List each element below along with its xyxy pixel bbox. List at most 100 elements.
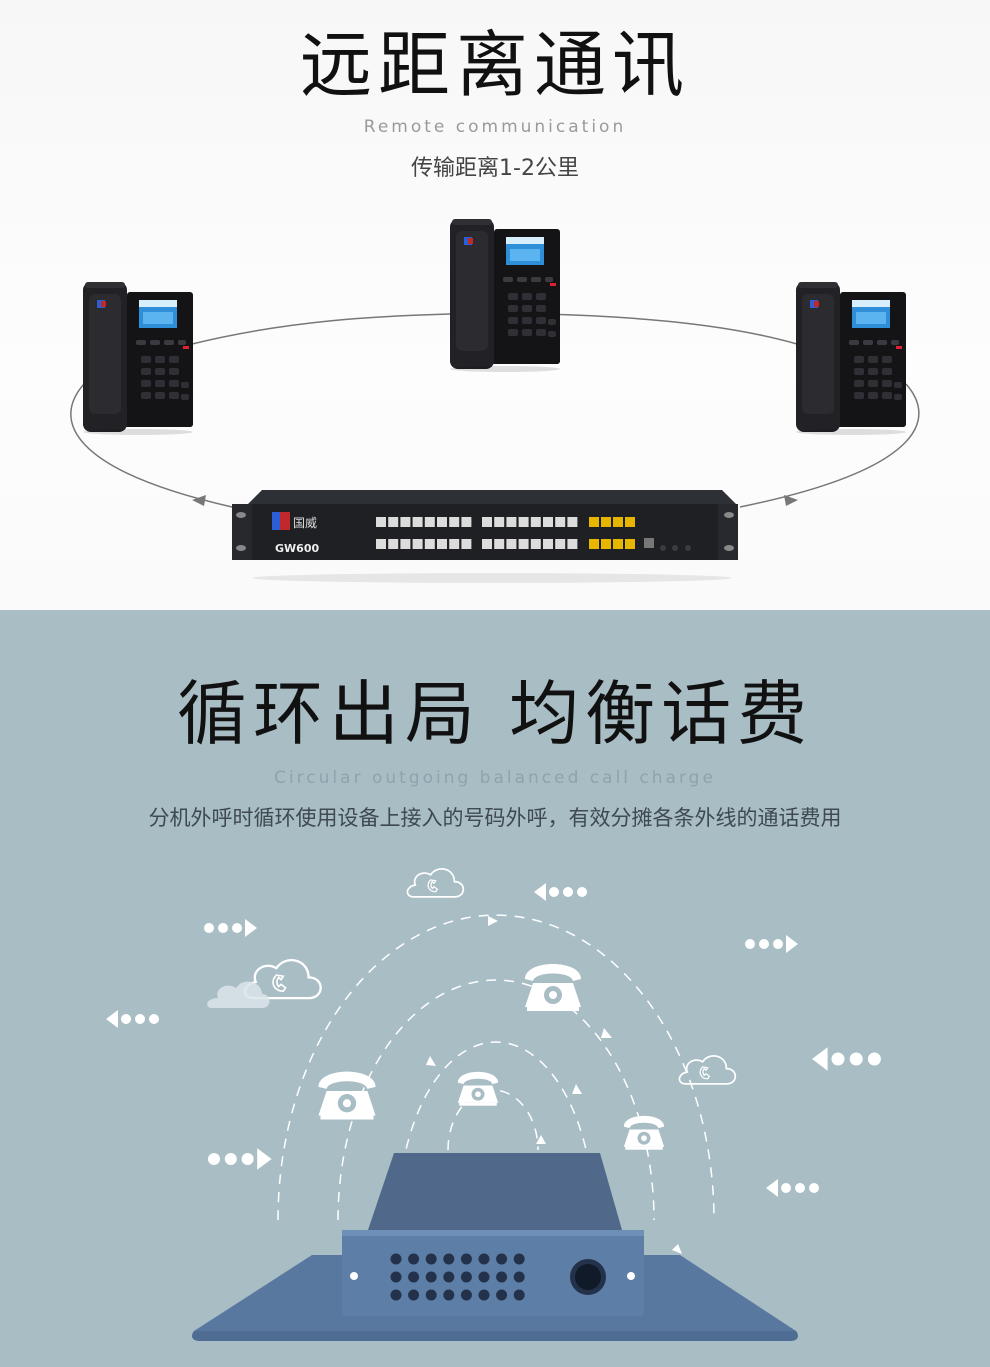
rj11-port: [625, 539, 635, 549]
rj11-port: [613, 539, 623, 549]
vent-hole: [496, 1271, 508, 1283]
arc-arrows: [426, 916, 682, 1254]
vent-hole: [513, 1253, 525, 1265]
rj11-port: [518, 517, 529, 527]
circular-call-diagram: [106, 868, 881, 1341]
vent-hole: [496, 1253, 508, 1265]
dots-arrow-right-icon: [208, 1148, 272, 1170]
rj11-port: [412, 539, 423, 549]
dots-arrow-left-icon: [106, 1010, 159, 1028]
link-line-right: [541, 313, 798, 345]
rj11-port: [530, 539, 541, 549]
rj11-port: [449, 517, 460, 527]
vent-hole: [478, 1271, 490, 1283]
vent-hole: [408, 1253, 420, 1265]
rj11-port: [424, 539, 435, 549]
rj11-port: [400, 517, 411, 527]
rj11-port: [461, 539, 472, 549]
vent-hole: [513, 1271, 525, 1283]
rj11-port: [376, 517, 386, 527]
vent-hole: [425, 1289, 437, 1301]
vent-hole: [425, 1271, 437, 1283]
rj11-port: [601, 517, 611, 527]
rj11-port: [567, 539, 578, 549]
rj11-port: [376, 539, 386, 549]
rj11-port: [449, 539, 460, 549]
rj11-port: [461, 517, 472, 527]
vent-hole: [390, 1253, 402, 1265]
cloud-phone-icon: [678, 1055, 737, 1085]
vent-hole: [478, 1289, 490, 1301]
rj11-port: [388, 539, 399, 549]
ip-phone-left: [83, 282, 193, 435]
dots-arrow-left-icon: [534, 883, 587, 901]
vent-hole: [513, 1289, 525, 1301]
telephone-icon: [457, 1071, 499, 1106]
rj11-port: [543, 539, 553, 549]
rj11-port: [589, 517, 599, 527]
section1-description: 传输距离1-2公里: [411, 156, 579, 181]
cloud-icon: [207, 981, 270, 1008]
link-line-bottom-left: [70, 383, 233, 508]
rj11-port: [412, 517, 423, 527]
dots-arrow-right-icon: [204, 919, 257, 937]
rj11-port: [543, 517, 553, 527]
vent-hole: [460, 1271, 472, 1283]
rj11-port: [601, 539, 611, 549]
arrow-icon: [192, 495, 206, 506]
arrow-icon: [784, 495, 798, 506]
vent-hole: [408, 1271, 420, 1283]
rj11-port: [424, 517, 435, 527]
port-holes: [390, 1253, 525, 1301]
gateway-device: 国威 GW600: [232, 490, 738, 583]
rj11-port: [437, 539, 447, 549]
vent-hole: [443, 1289, 455, 1301]
rj11-port: [494, 539, 505, 549]
vent-hole: [460, 1253, 472, 1265]
vent-hole: [443, 1253, 455, 1265]
vent-hole: [425, 1253, 437, 1265]
network-diagram: 国威 GW600: [70, 219, 920, 583]
section2-subtitle: Circular outgoing balanced call charge: [274, 768, 716, 788]
link-line-left: [191, 313, 451, 345]
telephone-icon: [525, 964, 581, 1011]
telephone-icon: [623, 1115, 665, 1150]
rj11-port: [589, 539, 599, 549]
vent-hole: [408, 1289, 420, 1301]
section2-title: 循环出局 均衡话费: [176, 673, 814, 755]
dots-arrow-right-icon: [745, 935, 798, 953]
device-model-label: GW600: [275, 542, 319, 555]
rj11-port: [625, 517, 635, 527]
rj11-port: [506, 517, 517, 527]
rj11-port: [613, 517, 623, 527]
circular-outgoing-section: 循环出局 均衡话费 Circular outgoing balanced cal…: [0, 610, 990, 1367]
dots-arrow-left-icon: [766, 1179, 819, 1197]
rj11-port: [400, 539, 411, 549]
cloud-phone-icon: [406, 868, 465, 898]
telephone-icon: [318, 1071, 376, 1120]
link-line-bottom-right: [739, 383, 920, 508]
rj11-port: [506, 539, 517, 549]
port-panel: [376, 517, 635, 549]
section2-description: 分机外呼时循环使用设备上接入的号码外呼，有效分摊各条外线的通话费用: [148, 806, 842, 830]
vent-hole: [443, 1271, 455, 1283]
rj11-port: [482, 539, 492, 549]
ip-phone-top: [450, 219, 560, 372]
rj11-port: [530, 517, 541, 527]
rj11-port: [482, 517, 492, 527]
vent-hole: [496, 1289, 508, 1301]
vent-hole: [478, 1253, 490, 1265]
gateway-device-illustration: [192, 1153, 798, 1341]
rj11-port: [567, 517, 578, 527]
rj11-port: [437, 517, 447, 527]
brand-name: 国威: [293, 516, 317, 530]
rj11-port: [555, 517, 566, 527]
dots-arrow-left-icon: [812, 1047, 881, 1071]
ip-phone-right: [796, 282, 906, 435]
vent-hole: [460, 1289, 472, 1301]
section1-title: 远距离通讯: [299, 23, 690, 107]
rj11-port: [388, 517, 399, 527]
remote-communication-section: 远距离通讯 Remote communication 传输距离1-2公里: [0, 0, 990, 610]
vent-hole: [390, 1289, 402, 1301]
section1-subtitle: Remote communication: [363, 117, 627, 137]
